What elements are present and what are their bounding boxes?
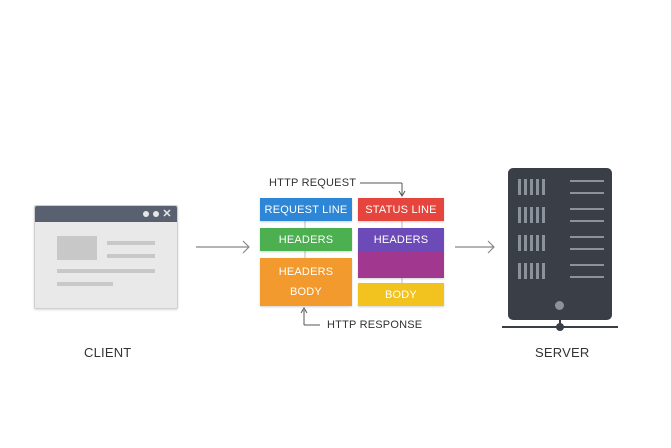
server-slot [508, 260, 612, 282]
request-body-label: BODY [290, 286, 322, 298]
http-response-caption: HTTP RESPONSE [327, 319, 423, 331]
server-led-icon [555, 301, 564, 310]
text-placeholder-line [107, 241, 155, 245]
request-pointer-arrow [360, 182, 406, 197]
text-placeholder-line [57, 269, 155, 273]
response-pointer-arrow [300, 307, 320, 326]
text-placeholder-line [107, 254, 155, 258]
window-dot-icon [143, 211, 149, 217]
client-browser-window: ✕ [34, 205, 178, 309]
text-placeholder-line [57, 282, 113, 286]
response-body-label: BODY [385, 288, 417, 301]
response-headers-block: HEADERS [358, 228, 444, 251]
request-headers-label-secondary: HEADERS [278, 266, 334, 278]
window-dot-icon [153, 211, 159, 217]
server-slot [508, 176, 612, 198]
server-label: SERVER [535, 345, 590, 360]
image-placeholder [57, 236, 97, 260]
message-to-server-arrow [455, 240, 495, 254]
http-request-caption: HTTP REQUEST [269, 177, 357, 189]
response-headers-label: HEADERS [373, 233, 429, 246]
client-label: CLIENT [84, 345, 132, 360]
request-line-label: REQUEST LINE [264, 203, 348, 216]
server-base-icon [502, 318, 618, 331]
request-line-block: REQUEST LINE [260, 198, 352, 221]
response-body-block: BODY [358, 283, 444, 306]
server-rack-icon [508, 168, 612, 320]
close-icon: ✕ [162, 208, 172, 220]
browser-title-bar: ✕ [35, 206, 177, 222]
response-extra-block [358, 251, 444, 278]
request-headers-block: HEADERS [260, 228, 352, 251]
server-slot [508, 232, 612, 254]
status-line-label: STATUS LINE [365, 203, 437, 216]
server-slot [508, 204, 612, 226]
status-line-block: STATUS LINE [358, 198, 444, 221]
client-to-message-arrow [196, 240, 250, 254]
request-headers-label: HEADERS [278, 233, 334, 246]
request-body-block: HEADERS BODY [260, 258, 352, 306]
